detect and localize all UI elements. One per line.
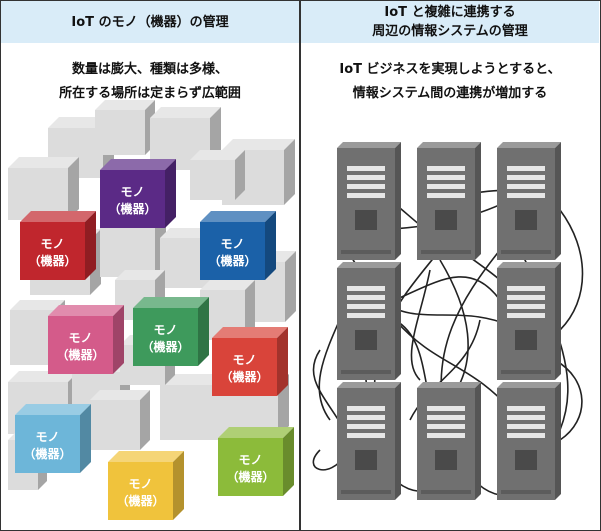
device-cube-7: モノ （機器） xyxy=(15,404,91,473)
device-cube-1: モノ （機器） xyxy=(100,159,176,228)
background-cube-6 xyxy=(190,150,245,200)
device-cube-8: モノ （機器） xyxy=(108,451,184,520)
device-cube-3: モノ （機器） xyxy=(200,211,276,280)
device-label-line2: （機器） xyxy=(23,446,71,461)
device-cube-5: モノ （機器） xyxy=(133,297,209,366)
panel-divider xyxy=(299,0,301,531)
right-header-line1: IoT と複雑に連携する xyxy=(384,5,516,20)
device-label-line2: （機器） xyxy=(208,253,256,268)
device-label-line2: （機器） xyxy=(141,339,189,354)
device-label-line1: モノ xyxy=(153,323,177,337)
device-label-line1: モノ xyxy=(128,477,152,491)
left-header-text: IoT のモノ（機器）の管理 xyxy=(71,14,229,30)
device-label-line2: （機器） xyxy=(108,201,156,216)
device-cube-6: モノ （機器） xyxy=(212,327,288,396)
device-label-line1: モノ xyxy=(40,237,64,251)
device-label-line2: （機器） xyxy=(28,253,76,268)
right-header-line2: 周辺の情報システムの管理 xyxy=(372,24,528,39)
device-label-line2: （機器） xyxy=(116,493,164,508)
server-4 xyxy=(337,262,401,380)
left-subtitle-line2: 所在する場所は定まらず広範囲 xyxy=(59,86,241,101)
background-cube-18 xyxy=(90,390,150,450)
server-2 xyxy=(417,142,481,260)
left-panel-subtitle: 数量は膨大、種類は多様、 所在する場所は定まらず広範囲 xyxy=(1,58,299,106)
device-label-line1: モノ xyxy=(35,430,59,444)
server-5 xyxy=(497,262,561,380)
device-label-line2: （機器） xyxy=(220,369,268,384)
device-label-line2: （機器） xyxy=(226,469,274,484)
device-label-line1: モノ xyxy=(232,353,256,367)
server-3 xyxy=(497,142,561,260)
device-label-line1: モノ xyxy=(120,185,144,199)
left-subtitle-line1: 数量は膨大、種類は多様、 xyxy=(71,62,228,77)
server-7 xyxy=(417,382,481,500)
device-cube-2: モノ （機器） xyxy=(20,211,96,280)
device-label-line1: モノ xyxy=(220,237,244,251)
right-panel-header: IoT と複雑に連携する 周辺の情報システムの管理 xyxy=(301,1,599,43)
device-cube-4: モノ （機器） xyxy=(48,305,124,374)
right-subtitle-line1: IoT ビジネスを実現しようとすると、 xyxy=(339,62,561,77)
background-cube-3 xyxy=(95,100,155,155)
right-panel-subtitle: IoT ビジネスを実現しようとすると、 情報システム間の連携が増加する xyxy=(301,58,599,106)
device-cube-9: モノ （機器） xyxy=(218,427,294,496)
device-label-line1: モノ xyxy=(68,331,92,345)
server-6 xyxy=(337,382,401,500)
device-label-line2: （機器） xyxy=(56,347,104,362)
server-1 xyxy=(337,142,401,260)
left-panel-header: IoT のモノ（機器）の管理 xyxy=(1,1,299,43)
server-8 xyxy=(497,382,561,500)
right-subtitle-line2: 情報システム間の連携が増加する xyxy=(352,86,548,101)
device-label-line1: モノ xyxy=(238,453,262,467)
